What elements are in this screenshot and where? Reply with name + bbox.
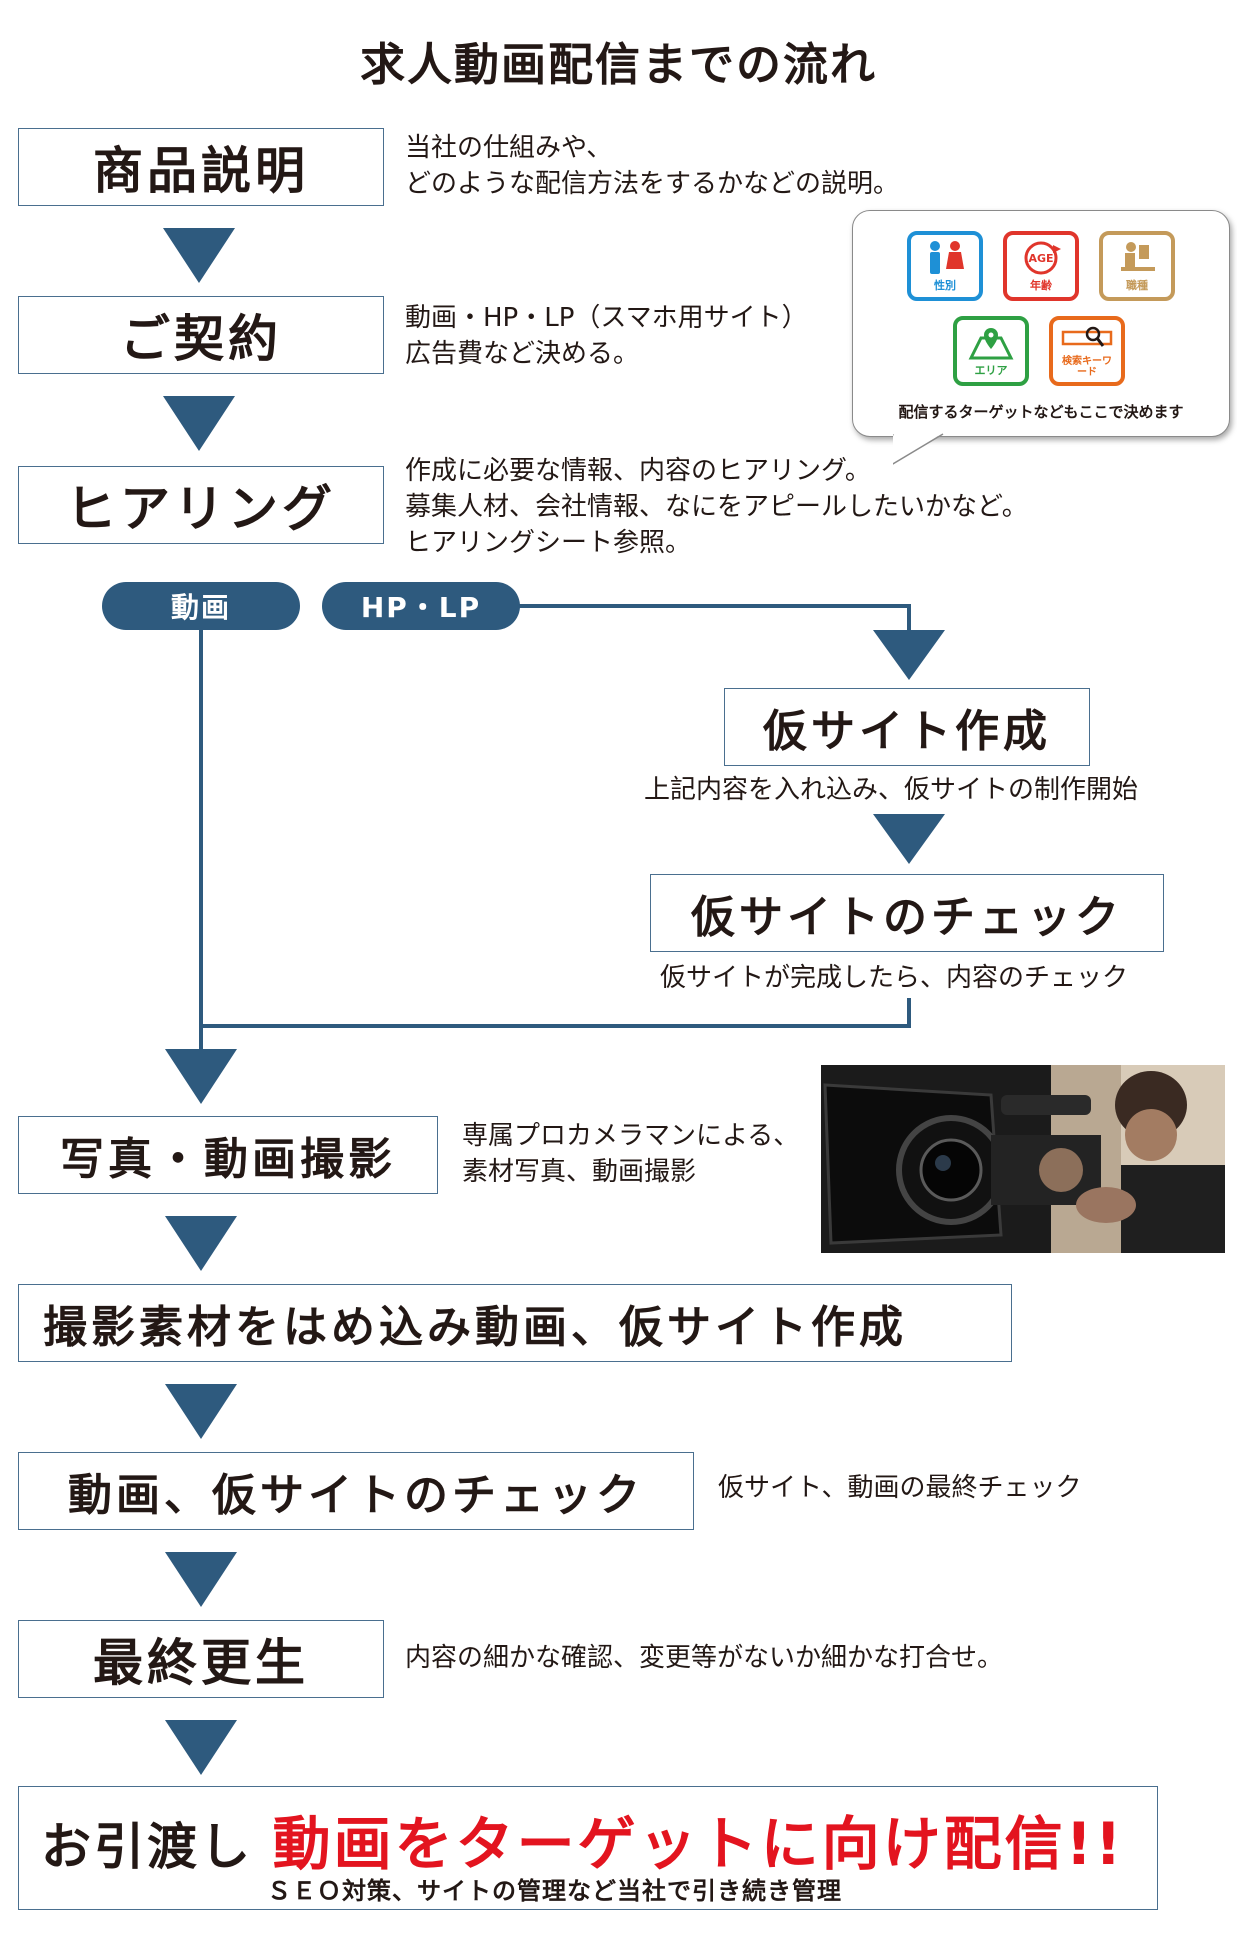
step-desc: 動画・HP・LP（スマホ用サイト） 広告費など決める。 bbox=[405, 300, 808, 372]
step-label: 最終更生 bbox=[93, 1634, 309, 1692]
connector-line bbox=[907, 998, 911, 1028]
icon-label: 職種 bbox=[1126, 279, 1148, 292]
flow-arrow bbox=[873, 814, 945, 864]
connector-line bbox=[907, 604, 911, 634]
cameraman-photo bbox=[821, 1065, 1225, 1253]
step-temp-site-check: 仮サイトのチェック bbox=[650, 874, 1164, 952]
step-label: 仮サイトのチェック bbox=[691, 892, 1123, 943]
step-desc: 当社の仕組みや、 どのような配信方法をするかなどの説明。 bbox=[405, 130, 899, 202]
step-video-site-check: 動画、仮サイトのチェック bbox=[18, 1452, 694, 1530]
step-label: 仮サイト作成 bbox=[763, 706, 1051, 757]
icon-label: 性別 bbox=[934, 279, 956, 292]
flow-arrow bbox=[163, 396, 235, 451]
step-desc: 専属プロカメラマンによる、 素材写真、動画撮影 bbox=[462, 1118, 799, 1190]
step-label: ご契約 bbox=[120, 310, 282, 368]
bubble-tail bbox=[893, 433, 944, 465]
occupation-icon: 職種 bbox=[1099, 231, 1175, 301]
delivery-desc: ＳＥＯ対策、サイトの管理など当社で引き続き管理 bbox=[267, 1877, 842, 1905]
step-label: ヒアリング bbox=[66, 480, 336, 538]
connector-line bbox=[199, 628, 203, 1052]
step-desc: 上記内容を入れ込み、仮サイトの制作開始 bbox=[644, 775, 1139, 805]
desc-line: どのような配信方法をするかなどの説明。 bbox=[405, 169, 900, 199]
icon-label: エリア bbox=[974, 364, 1008, 377]
connector-line bbox=[199, 1024, 911, 1028]
step-desc: 内容の細かな確認、変更等がないか細かな打合せ。 bbox=[405, 1643, 1004, 1673]
step-temp-site-creation: 仮サイト作成 bbox=[724, 688, 1090, 766]
flow-arrow bbox=[165, 1049, 237, 1104]
flow-arrow bbox=[163, 228, 235, 283]
step-label: 動画、仮サイトのチェック bbox=[68, 1470, 644, 1521]
target-settings-bubble: 性別 AGE 年齢 職種 エリア 検索キーワード 配信するターゲットなどもここで… bbox=[852, 210, 1230, 465]
age-icon: AGE 年齢 bbox=[1003, 231, 1079, 301]
bubble-caption: 配信するターゲットなどもここで決めます bbox=[898, 403, 1184, 421]
age-text: AGE bbox=[1028, 252, 1054, 265]
step-delivery: お引渡し 動画をターゲットに向け配信!! ＳＥＯ対策、サイトの管理など当社で引き… bbox=[18, 1786, 1158, 1910]
step-edit-video-site: 撮影素材をはめ込み動画、仮サイト作成 bbox=[18, 1284, 1012, 1362]
desc-line: 当社の仕組みや、 bbox=[405, 133, 613, 163]
desc-line: 素材写真、動画撮影 bbox=[462, 1157, 697, 1187]
area-map-icon: エリア bbox=[953, 316, 1029, 386]
step-product-explanation: 商品説明 bbox=[18, 128, 384, 206]
step-desc: 仮サイト、動画の最終チェック bbox=[718, 1473, 1082, 1503]
icon-label: 検索キーワード bbox=[1062, 356, 1112, 378]
desc-line: 募集人材、会社情報、なにをアピールしたいかなど。 bbox=[405, 492, 1028, 522]
flow-arrow bbox=[165, 1552, 237, 1607]
connector-line bbox=[517, 604, 911, 608]
branch-site-pill: HP・LP bbox=[322, 582, 520, 630]
step-label: 写真・動画撮影 bbox=[60, 1134, 396, 1185]
flow-arrow bbox=[873, 630, 945, 680]
delivery-label: お引渡し bbox=[41, 1818, 253, 1876]
desc-line: 専属プロカメラマンによる、 bbox=[462, 1121, 800, 1151]
desc-line: 作成に必要な情報、内容のヒアリング。 bbox=[405, 456, 871, 486]
flow-arrow bbox=[165, 1720, 237, 1775]
flow-arrow bbox=[165, 1384, 237, 1439]
delivery-highlight: 動画をターゲットに向け配信!! bbox=[272, 1810, 1125, 1878]
step-photo-video-shoot: 写真・動画撮影 bbox=[18, 1116, 438, 1194]
search-keyword-icon: 検索キーワード bbox=[1049, 316, 1125, 386]
icon-label: 年齢 bbox=[1030, 279, 1052, 292]
step-contract: ご契約 bbox=[18, 296, 384, 374]
step-label: 商品説明 bbox=[93, 142, 309, 200]
desc-line: 動画・HP・LP（スマホ用サイト） bbox=[405, 303, 808, 333]
desc-line: 広告費など決める。 bbox=[405, 339, 640, 369]
step-label: 撮影素材をはめ込み動画、仮サイト作成 bbox=[43, 1302, 907, 1353]
flow-arrow bbox=[165, 1216, 237, 1271]
step-desc: 作成に必要な情報、内容のヒアリング。 募集人材、会社情報、なにをアピールしたいか… bbox=[405, 453, 1028, 561]
page-title: 求人動画配信までの流れ bbox=[359, 38, 877, 91]
branch-video-pill: 動画 bbox=[102, 582, 300, 630]
step-desc: 仮サイトが完成したら、内容のチェック bbox=[660, 963, 1129, 993]
desc-line: ヒアリングシート参照。 bbox=[405, 528, 692, 558]
step-final-update: 最終更生 bbox=[18, 1620, 384, 1698]
gender-icon: 性別 bbox=[907, 231, 983, 301]
step-hearing: ヒアリング bbox=[18, 466, 384, 544]
